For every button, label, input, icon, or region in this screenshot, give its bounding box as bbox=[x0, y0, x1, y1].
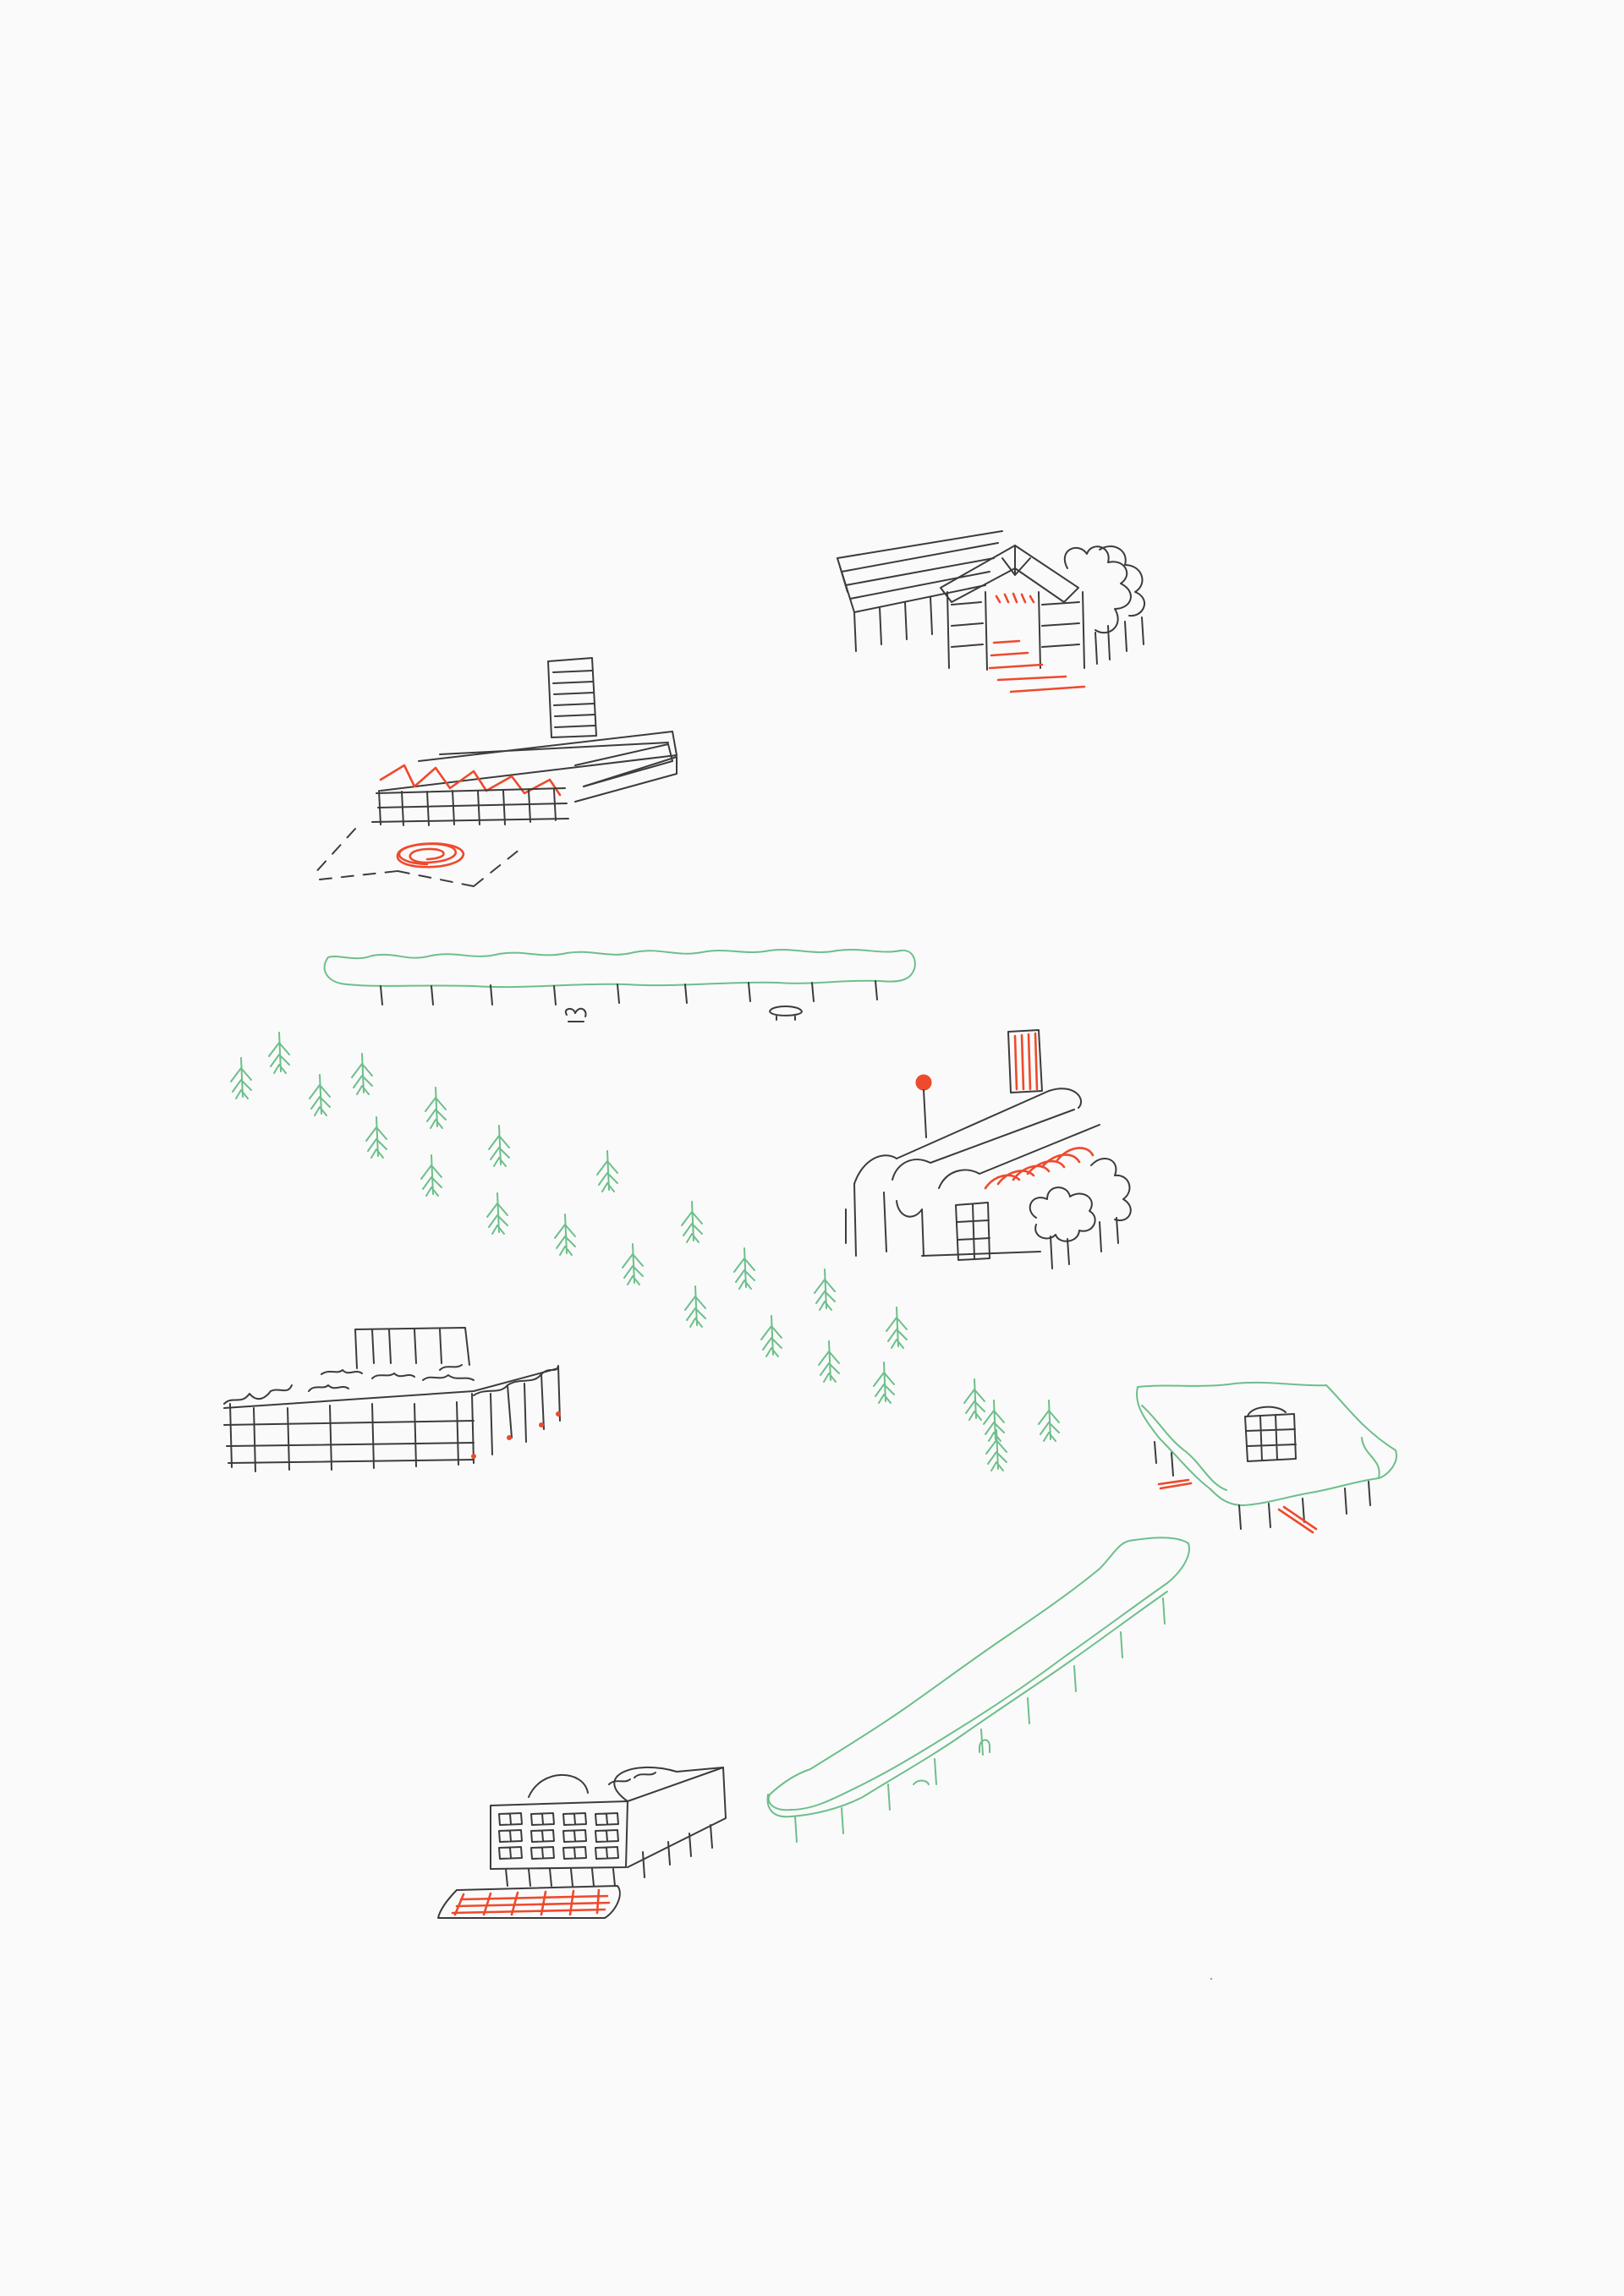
tree-mark bbox=[425, 1087, 447, 1129]
green-walkway-sketch bbox=[766, 1537, 1190, 1843]
tree-mark bbox=[351, 1053, 373, 1095]
meadow-building-sketch bbox=[223, 1327, 561, 1472]
green-platform-sketch bbox=[1136, 1381, 1397, 1534]
tree-mark bbox=[486, 1192, 508, 1235]
tree-mark bbox=[309, 1074, 331, 1116]
speck-mark bbox=[1210, 1977, 1213, 1981]
tree-mark bbox=[963, 1378, 985, 1421]
tree-mark bbox=[814, 1269, 836, 1311]
greenhouse-sketch bbox=[845, 1029, 1132, 1269]
tree-mark bbox=[760, 1315, 782, 1357]
factory-sketch bbox=[312, 657, 678, 887]
tree-mark bbox=[818, 1340, 840, 1383]
tree-mark bbox=[684, 1285, 706, 1328]
tree-mark bbox=[268, 1032, 290, 1074]
tree-grove bbox=[230, 1032, 1060, 1471]
tree-mark bbox=[681, 1201, 703, 1243]
tree-mark bbox=[622, 1243, 644, 1285]
tree-mark bbox=[873, 1362, 895, 1404]
tree-mark bbox=[230, 1057, 252, 1099]
tree-mark bbox=[985, 1429, 1007, 1471]
tree-mark bbox=[733, 1247, 755, 1290]
green-viaduct-sketch bbox=[323, 948, 916, 1022]
tree-mark bbox=[420, 1154, 442, 1197]
tree-mark bbox=[886, 1307, 908, 1349]
tree-mark bbox=[488, 1125, 510, 1167]
tree-mark bbox=[1038, 1400, 1060, 1442]
tree-mark bbox=[365, 1116, 387, 1159]
tree-mark bbox=[596, 1150, 618, 1192]
apartment-block-sketch bbox=[437, 1766, 727, 1919]
tree-mark bbox=[983, 1400, 1005, 1442]
tree-mark bbox=[554, 1214, 576, 1256]
barn-sketch bbox=[837, 530, 1146, 693]
